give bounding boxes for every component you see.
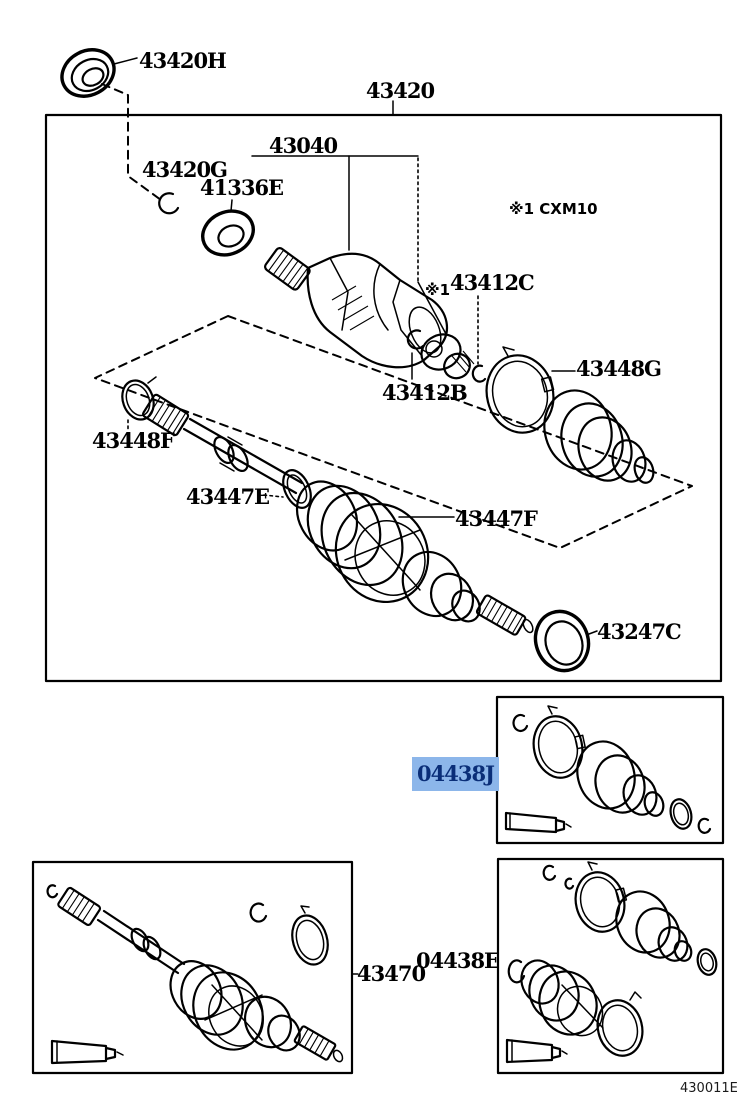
ref-marker: ※1 [425,281,451,299]
callout-43420[interactable]: 43420 [366,78,435,103]
callout-41336e[interactable]: 41336E [200,175,284,200]
outboard-joint-icon [401,550,534,636]
callout-43447f[interactable]: 43447F [455,506,538,531]
callout-43420h[interactable]: 43420H [139,48,227,73]
inboard-joint-icon [264,247,449,369]
leader-line-43420h [113,57,138,65]
callout-43448g[interactable]: 43448G [576,356,662,381]
cv-boot-icon [295,480,430,604]
snap-ring-icon [406,329,425,350]
boot-kit-04438e-contents [505,861,718,1064]
dashed-subassembly-outline [94,315,693,549]
callout-43470[interactable]: 43470 [357,961,426,986]
callout-43448f[interactable]: 43448F [92,428,175,453]
boot-kit-04438j-contents [504,705,712,834]
main-assembly-box [44,113,723,683]
boot-kit-box-04438j [495,695,725,845]
oil-seal-icon [533,609,591,673]
leader-43040 [251,155,447,335]
grease-tube-icon [505,1038,568,1064]
cv-boot-icon [543,389,655,484]
drive-shaft-assembly-contents [46,884,344,1065]
variant-note: ※1 CXM10 [509,200,598,218]
callout-04438e[interactable]: 04438E [416,948,500,973]
dashed-link-43420h [101,83,162,201]
leader-line-43447e [263,494,284,498]
grease-tube-icon [50,1039,124,1065]
callout-43420g[interactable]: 43420G [142,157,228,182]
axle-shaft-icon [142,393,304,495]
callout-43412b[interactable]: 43412B [382,380,468,405]
callout-43040[interactable]: 43040 [269,133,338,158]
callout-04438j-selected[interactable]: 04438J [412,757,499,791]
callout-43412c[interactable]: 43412C [450,270,535,295]
callout-43447e[interactable]: 43447E [186,484,270,509]
callout-43247c[interactable]: 43247C [597,619,682,644]
snap-ring-icon [158,192,180,215]
drive-shaft-assembly-box [31,860,354,1075]
oil-seal-icon [201,199,255,257]
snap-ring-icon [471,364,487,383]
oil-seal-icon [60,48,116,98]
boot-clamp-icon [121,376,157,421]
boot-clamp-icon [282,469,312,509]
boot-kit-box-04438e [496,857,725,1075]
leader-line-43247c [588,630,598,635]
drawing-code: 430011E [680,1081,738,1096]
grease-tube-icon [504,811,572,834]
tripod-joint-icon [420,333,475,380]
boot-clamp-icon [485,346,555,434]
